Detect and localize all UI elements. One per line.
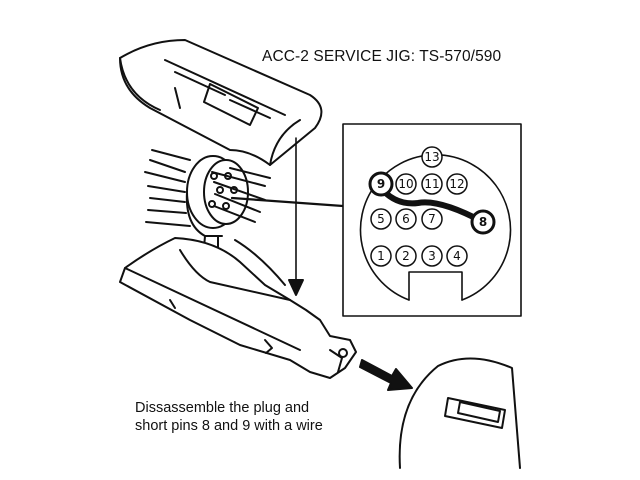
pin-3-circle [421,245,443,267]
pin-insert [144,149,271,261]
pin-13-circle [421,146,443,168]
assembly-arrow [288,137,304,296]
pin-5-circle [370,208,392,230]
instruction-caption: Dissassemble the plug and short pins 8 a… [135,399,323,435]
leader-line [230,196,345,208]
pin-11-label: 11 [424,177,439,191]
pin-8-label: 8 [479,215,487,229]
pin-13-label: 13 [424,150,439,164]
pin-2-circle [395,245,417,267]
pin-9-circle [368,171,394,197]
pin-12-label: 12 [449,177,464,191]
top-shell [119,39,323,166]
pin-8-circle [470,209,496,235]
pin-10-circle [395,173,417,195]
pin-9-label: 9 [377,177,385,191]
pin-10-label: 10 [398,177,413,191]
diagram-title: ACC-2 SERVICE JIG: TS-570/590 [262,48,502,65]
pin-1-circle [370,245,392,267]
remove-arrow [359,359,413,391]
pin-4-circle [446,245,468,267]
shell-fragment [398,357,521,469]
pin-1-label: 1 [377,249,385,263]
pin-6-circle [395,208,417,230]
pin-2-label: 2 [402,249,410,263]
bottom-shell [119,237,357,379]
caption-line-2: short pins 8 and 9 with a wire [135,418,323,434]
pin-4-label: 4 [453,249,461,263]
pin-6-label: 6 [402,212,410,226]
pin-5-label: 5 [377,212,385,226]
pin-7-circle [421,208,443,230]
pin-3-label: 3 [428,249,436,263]
pin-11-circle [421,173,443,195]
caption-line-1: Dissassemble the plug and [135,400,310,416]
pin-7-label: 7 [428,212,436,226]
pin-12-circle [446,173,468,195]
